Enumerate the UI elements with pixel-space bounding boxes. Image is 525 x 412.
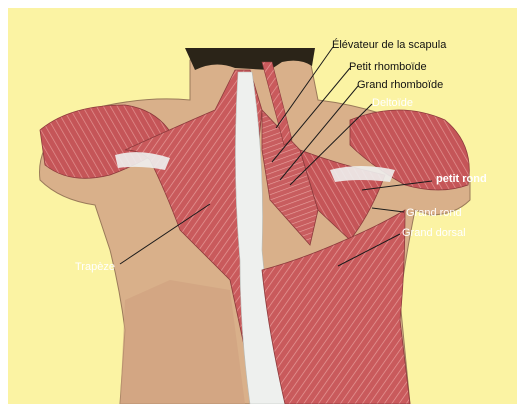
back-muscles-illustration: Élévateur de la scapula Petit rhomboïde … [8, 8, 517, 404]
label-deltoide: Deltoïde [372, 97, 413, 109]
label-grand-rond: Grand rond [406, 207, 462, 219]
label-trapeze: Trapèze [75, 261, 115, 273]
shoulder-tendon-right [330, 166, 395, 182]
label-petit-rond: petit rond [436, 173, 487, 185]
left-lower-back [120, 280, 245, 404]
diagram-panel: Élévateur de la scapula Petit rhomboïde … [8, 8, 517, 404]
label-grand-rhomboide: Grand rhomboïde [357, 79, 443, 91]
label-elevateur: Élévateur de la scapula [332, 38, 447, 51]
label-grand-dorsal: Grand dorsal [402, 227, 466, 239]
label-petit-rhomboide: Petit rhomboïde [349, 61, 427, 73]
